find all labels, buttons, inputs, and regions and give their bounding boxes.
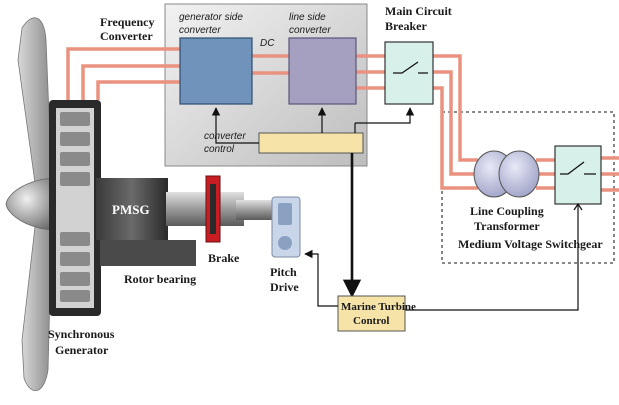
- synchronous-generator: [49, 100, 101, 316]
- control-signal-lines: [211, 107, 415, 144]
- medium-voltage-switchgear: [554, 145, 602, 205]
- turbine-control-label-2: Control: [353, 315, 389, 327]
- line-side-converter: [288, 37, 357, 105]
- mv-switchgear-label: Medium Voltage Switchgear: [458, 237, 603, 251]
- line-coupling-label-1: Line Coupling: [470, 204, 544, 218]
- generator-side-label-1: generator side: [179, 12, 243, 23]
- main-breaker-label-1: Main Circuit: [385, 4, 452, 18]
- rotor-bearing: [100, 240, 196, 266]
- switchgear-switch-symbol: [560, 161, 596, 175]
- rotor-bearing-label: Rotor bearing: [124, 272, 196, 286]
- line-coupling-transformer: [473, 150, 540, 198]
- hub: [5, 177, 59, 231]
- breaker-switch-symbol: [393, 61, 428, 74]
- converter-control-box: [258, 132, 364, 154]
- pmsg-label: PMSG: [112, 202, 150, 217]
- pitch-drive-label-2: Drive: [270, 280, 299, 294]
- line-side-label-2: converter: [289, 25, 331, 36]
- generator-side-label-2: converter: [179, 25, 221, 36]
- power-lines: [66, 47, 619, 192]
- pmsg-body: [96, 178, 168, 240]
- converter-control-label-2: control: [204, 144, 235, 155]
- frequency-converter-label-1: Frequency: [100, 15, 154, 29]
- converter-control-label-1: converter: [204, 131, 246, 142]
- switchgear-control-line: [405, 204, 579, 311]
- line-coupling-label-2: Transformer: [474, 219, 540, 233]
- pitch-drive-label-1: Pitch: [270, 265, 297, 279]
- generator-side-converter: [179, 37, 253, 105]
- shaft-end: [236, 200, 272, 220]
- line-side-label-1: line side: [289, 12, 326, 23]
- turbine-control-label-1: Marine Turbine: [341, 301, 416, 313]
- frequency-converter-label-2: Converter: [100, 29, 153, 43]
- pitch-control-line: [304, 249, 338, 307]
- synchronous-generator-label-1: Synchronous: [48, 327, 115, 341]
- pitch-drive-unit: [271, 196, 301, 258]
- synchronous-generator-label-2: Generator: [55, 343, 109, 357]
- shaft: [166, 192, 244, 226]
- brake-label: Brake: [208, 251, 240, 265]
- marine-turbine-control-box: [337, 295, 406, 332]
- turbine-blades: [5, 17, 59, 391]
- main-breaker-label-2: Breaker: [385, 19, 427, 33]
- dc-label: DC: [260, 38, 275, 49]
